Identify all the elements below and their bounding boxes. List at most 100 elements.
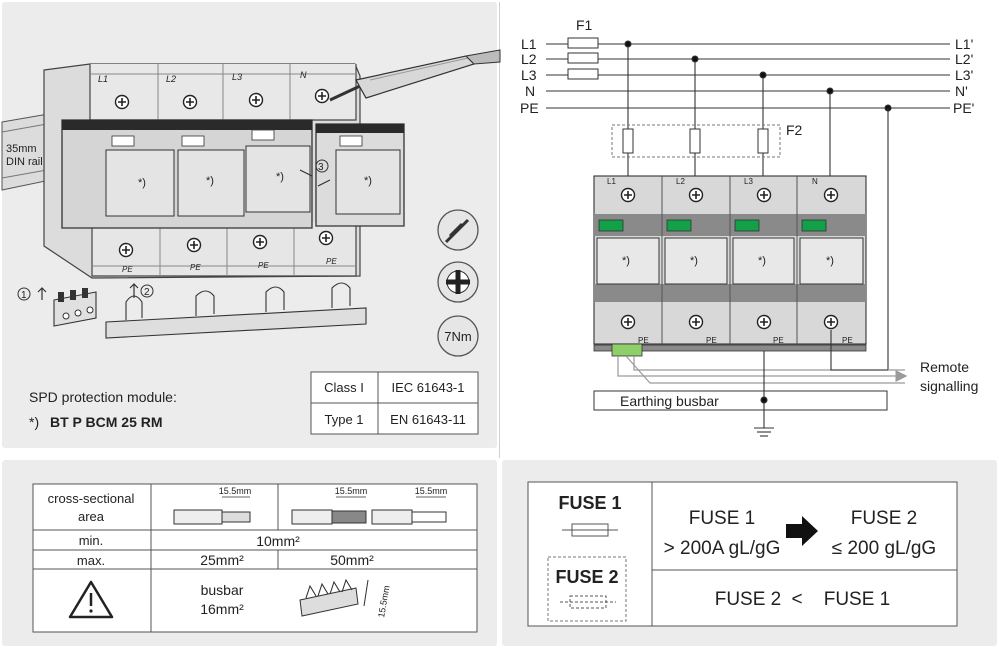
standard-class-2: Type 1 [324,412,363,427]
pozidriv-icon [437,261,479,303]
relation-operator: < [791,589,802,610]
sch-pe-4: PE [842,336,853,345]
spd-title: SPD protection module: [29,389,177,405]
sch-pe-1: PE [638,336,649,345]
schematic-modules [593,175,867,357]
sch-pe-3: PE [773,336,784,345]
cartridge-l1 [105,135,175,217]
device-label-l1: L1 [98,74,108,84]
relation-left: FUSE 2 [715,589,782,610]
line-in-l3: L3 [521,67,537,83]
cross-section-label-2: area [78,509,105,524]
earthing-busbar-box [593,390,888,411]
fuse2-dashed-box [547,556,627,622]
max-label: max. [77,553,105,568]
max-value-2: 50mm² [330,552,374,568]
remote-signalling-2: signalling [920,378,978,394]
line-in-l2: L2 [521,51,537,67]
line-in-pe: PE [520,100,539,116]
max-value-1: 25mm² [200,552,244,568]
cartridge-mark-3: *) [276,171,284,183]
fuse1-rule-label: FUSE 1 [689,508,756,529]
sch-label-l1: L1 [607,177,616,186]
strip-length-2: 15.5mm [335,486,368,496]
fuse-f2 [622,128,769,154]
line-out-pe: PE' [953,100,974,116]
torque-icon [437,315,479,357]
divider [499,2,500,458]
line-in-n: N [525,83,535,99]
fuse2-title: FUSE 2 [555,567,618,587]
relation-right: FUSE 1 [824,589,891,610]
fuse-f1 [567,37,599,80]
standard-name-2: EN 61643-11 [390,412,466,427]
screwdriver-icon [329,49,501,102]
din-rail-label-1: 35mm [6,143,37,155]
step-2-arrow-icon [129,283,139,298]
sch-mark-1: *) [622,255,630,267]
sch-mark-4: *) [826,255,834,267]
stranded-wire-icon [291,496,447,525]
screwdriver-tip-icon [437,209,479,251]
device-pe-label-3: PE [258,261,269,270]
fuse-table [527,481,958,627]
spd-model: BT P BCM 25 RM [50,414,163,430]
step-3-arrow-icon [299,169,313,177]
device-label-n: N [300,70,307,80]
cartridge-mark-2: *) [206,175,214,187]
remote-signalling-lines [617,355,908,384]
step-3-arrow-icon-2 [317,179,331,187]
step-1-number: 1 [21,290,27,301]
fuse2-label: F2 [786,122,803,138]
busbar-comb [105,282,367,339]
strip-length-3: 15.5mm [415,486,448,496]
torque-value: 7Nm [444,329,471,344]
warning-triangle-icon [68,580,114,619]
remote-connector [53,288,97,327]
sch-pe-2: PE [706,336,717,345]
busbar-comb-icon [299,578,369,617]
fuse1-symbol-icon [562,523,618,537]
busbar-label-1: busbar [201,582,244,598]
sch-label-n: N [812,177,818,186]
cartridge-l2 [177,135,245,217]
standards-table [310,371,479,435]
wire-table [32,483,478,633]
min-value: 10mm² [256,533,300,549]
fuse2-rule-label: FUSE 2 [851,508,918,529]
fuse1-rule-value: > 200A gL/gG [664,538,781,559]
solid-wire-icon [173,496,251,525]
fuse2-symbol-icon [560,595,616,609]
step-1-arrow-icon [37,287,47,300]
remote-signalling-1: Remote [920,359,969,375]
step-3-circle [315,159,329,173]
device-label-l2: L2 [166,74,176,84]
standard-name-1: IEC 61643-1 [392,380,465,395]
step-2-number: 2 [144,287,150,298]
din-rail-label-2: DIN rail [6,156,43,168]
fuse1-title: FUSE 1 [558,493,621,513]
min-label: min. [79,533,104,548]
line-out-l1: L1' [955,36,973,52]
earthing-busbar-label: Earthing busbar [620,393,719,409]
earth-symbol-icon [754,351,774,437]
arrow-right-icon [786,516,818,546]
device-pe-label-4: PE [326,257,337,266]
sch-mark-2: *) [690,255,698,267]
cartridge-mark-1: *) [138,177,146,189]
device-label-l3: L3 [232,72,242,82]
pe-to-signal-line [830,330,888,371]
step-2-circle [140,284,154,298]
line-in-l1: L1 [521,36,537,52]
line-out-n: N' [955,83,968,99]
sch-label-l3: L3 [744,177,753,186]
step-3-number: 3 [318,162,324,173]
fuse1-label: F1 [576,17,593,33]
schematic-lines [546,43,950,109]
sch-mark-3: *) [758,255,766,267]
standard-class-1: Class I [324,380,364,395]
spd-marker: *) [29,414,39,430]
cross-section-label-1: cross-sectional [48,491,135,506]
